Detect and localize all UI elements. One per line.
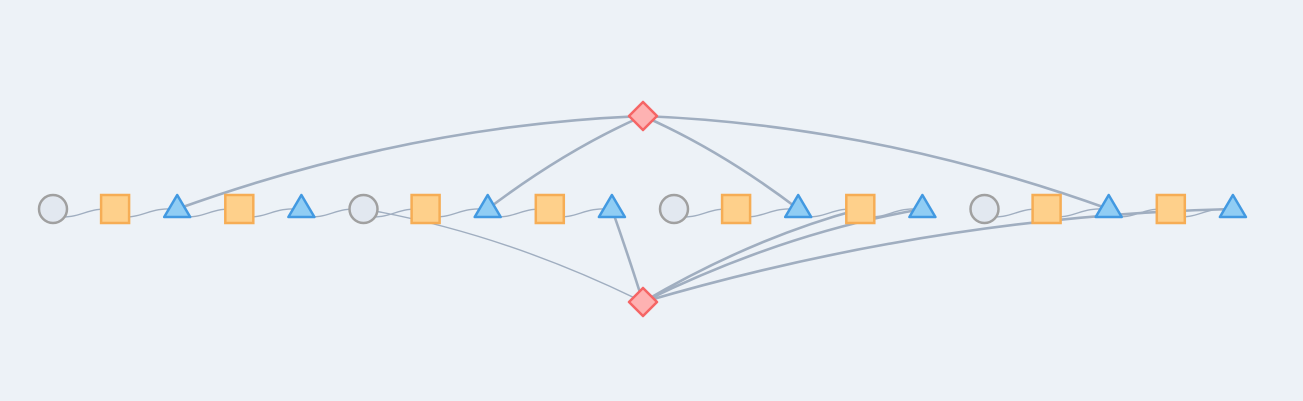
node-c2-circle: [348, 193, 379, 225]
node-t3-triangle: [473, 193, 502, 219]
node-t1-triangle: [162, 193, 192, 219]
node-t5-triangle: [783, 193, 813, 219]
node-c1-circle: [37, 193, 69, 225]
node-top-diamond: [627, 100, 659, 132]
node-s7-square: [1031, 193, 1062, 225]
edge-t4-bottom: [610, 207, 645, 304]
edge-s6-bottom: [641, 207, 862, 304]
nodes-layer: [37, 100, 1248, 318]
node-s5-square: [720, 193, 752, 225]
edge-t6-bottom: [641, 207, 924, 304]
edge-top-t1: [175, 114, 645, 211]
node-s8-square: [1155, 193, 1187, 225]
node-s1-square: [99, 193, 131, 225]
edge-top-t5: [641, 114, 800, 211]
node-t4-triangle: [597, 193, 627, 219]
edge-top-t7: [641, 114, 1110, 211]
node-bottom-diamond: [627, 286, 659, 318]
edge-c2-bottom: [362, 208, 644, 303]
node-c3-circle: [658, 193, 690, 225]
node-s2-square: [224, 193, 255, 225]
node-t6-triangle: [908, 193, 937, 219]
node-t2-triangle: [287, 193, 316, 219]
edge-t8-bottom: [641, 207, 1235, 304]
edge-top-t3: [486, 114, 645, 211]
node-c4-circle: [969, 193, 1000, 225]
node-s3-square: [410, 193, 441, 225]
node-s4-square: [534, 193, 566, 225]
node-t8-triangle: [1218, 193, 1248, 219]
node-s6-square: [845, 193, 876, 225]
node-t7-triangle: [1094, 193, 1123, 219]
